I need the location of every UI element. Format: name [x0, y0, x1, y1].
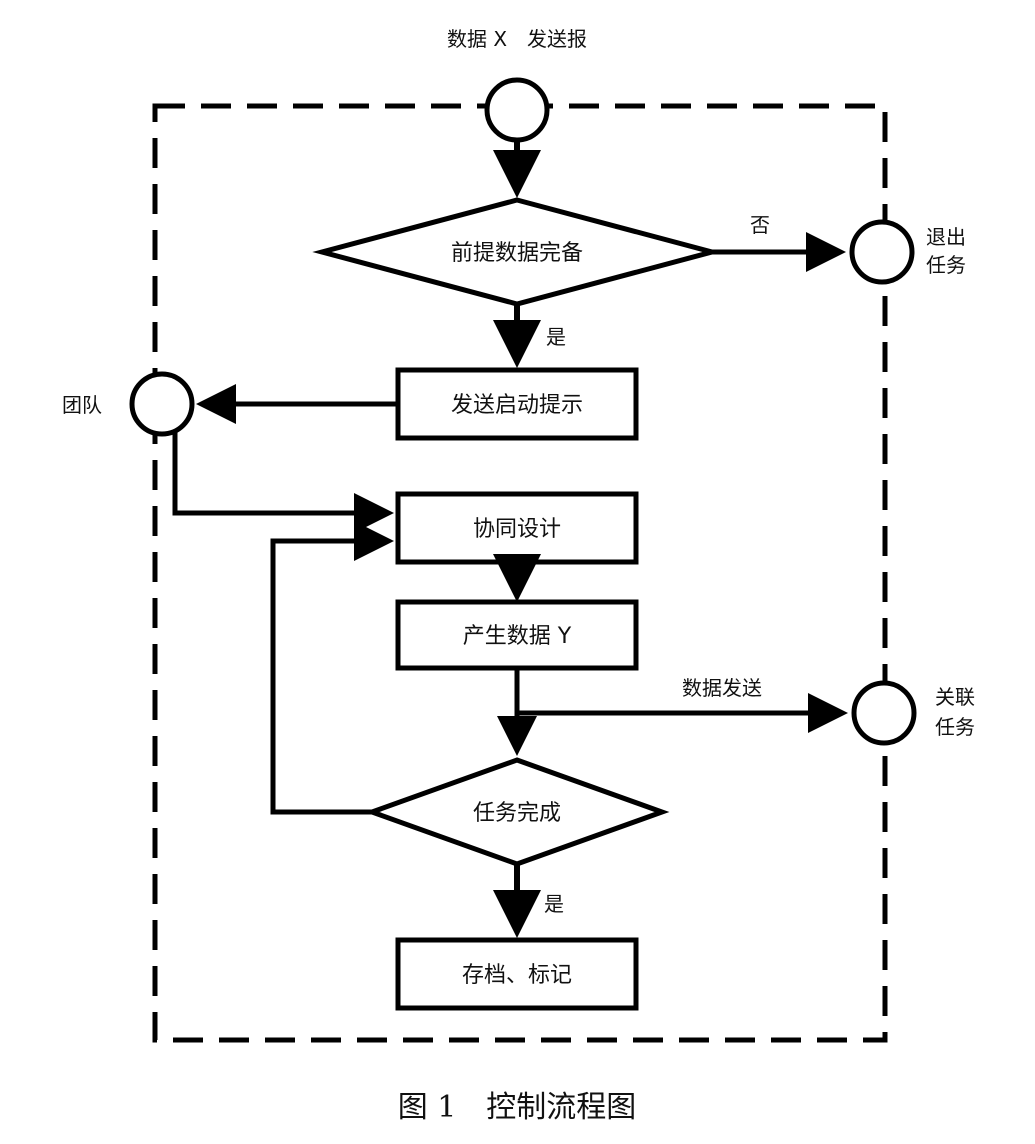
data-send-label: 数据发送 — [682, 676, 762, 700]
arrow-team-to-collab — [172, 432, 394, 533]
decision-data-complete-label: 前提数据完备 — [451, 241, 583, 266]
team-node — [129, 371, 195, 437]
collab-design-box — [395, 491, 639, 565]
figure-caption: 图 1 控制流程图 — [398, 1090, 637, 1125]
start-node — [484, 77, 550, 143]
notify-box-label: 发送启动提示 — [451, 393, 583, 418]
produce-data-label: 产生数据 Y — [463, 624, 572, 649]
start-label: 数据 X 发送报 — [447, 27, 587, 51]
exit-task-label-2: 任务 — [926, 253, 966, 277]
dashed-boundary — [152, 103, 888, 1043]
exit-task-node — [849, 219, 915, 285]
decision-2-yes-label: 是 — [544, 892, 564, 916]
related-task-label-1: 关联 — [935, 685, 975, 709]
exit-task-label-1: 退出 — [926, 225, 966, 249]
decision-1-no-label: 否 — [750, 213, 770, 237]
collab-design-label: 协同设计 — [473, 517, 561, 542]
decision-1-yes-label: 是 — [546, 325, 566, 349]
archive-label: 存档、标记 — [462, 963, 572, 988]
team-label: 团队 — [62, 393, 102, 417]
decision-task-complete-label: 任务完成 — [473, 801, 561, 826]
related-task-node — [851, 680, 917, 746]
archive-box — [395, 937, 639, 1011]
related-task-label-2: 任务 — [935, 715, 975, 739]
arrow-loop-back-to-collab — [270, 521, 394, 815]
